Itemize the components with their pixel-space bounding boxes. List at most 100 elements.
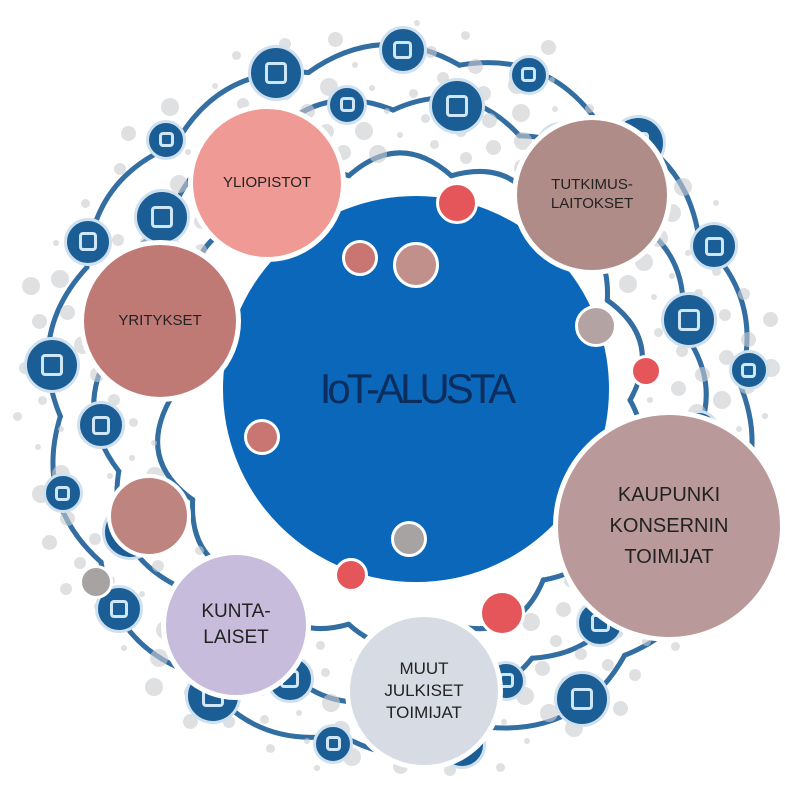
background-speck	[539, 703, 558, 722]
background-speck	[670, 642, 680, 652]
background-speck	[500, 719, 507, 726]
background-speck	[35, 443, 42, 450]
background-speck	[128, 455, 135, 462]
background-speck	[612, 700, 628, 716]
device-icon	[429, 77, 486, 134]
background-speck	[556, 601, 572, 617]
background-speck	[260, 715, 270, 725]
background-speck	[713, 391, 731, 409]
background-speck	[550, 634, 563, 647]
background-speck	[651, 293, 658, 300]
device-icon	[133, 189, 190, 246]
device-icon	[728, 350, 769, 391]
background-speck	[425, 46, 438, 59]
background-speck	[107, 473, 114, 480]
background-speck	[675, 345, 688, 358]
red-dot	[436, 182, 478, 224]
background-speck	[713, 199, 720, 206]
device-icon	[508, 54, 549, 95]
background-speck	[80, 199, 90, 209]
background-speck	[384, 108, 391, 115]
device-icon	[146, 119, 187, 160]
background-speck	[296, 710, 303, 717]
background-speck	[629, 668, 642, 681]
grey-dot	[79, 565, 113, 599]
grey-dot	[391, 521, 427, 557]
background-speck	[762, 312, 778, 328]
node-tutkimuslaitokset-label: TUTKIMUS- LAITOKSET	[550, 176, 634, 212]
background-speck	[231, 50, 241, 60]
background-speck	[741, 332, 757, 348]
background-speck	[59, 583, 72, 596]
background-speck	[170, 174, 189, 193]
node-kaupunki-label: KAUPUNKI KONSERNIN TOIMIJAT	[609, 483, 729, 568]
device-icon	[42, 473, 83, 514]
background-speck	[59, 511, 75, 527]
background-speck	[654, 327, 664, 337]
background-speck	[460, 151, 473, 164]
background-speck	[461, 30, 471, 40]
background-speck	[120, 645, 127, 652]
background-speck	[12, 411, 22, 421]
background-speck	[601, 659, 614, 672]
background-speck	[322, 694, 341, 713]
brown-dot	[393, 242, 439, 288]
node-yliopistot-label: YLIOPISTOT	[222, 173, 312, 191]
background-speck	[21, 276, 40, 295]
background-speck	[58, 426, 65, 433]
background-speck	[549, 77, 556, 84]
background-speck	[541, 40, 557, 56]
background-speck	[585, 103, 595, 113]
node-kuntalaiset-label: KUNTA- LAISET	[201, 601, 271, 648]
device-icon	[690, 222, 739, 271]
background-speck	[522, 613, 540, 632]
background-speck	[486, 140, 502, 156]
iot-platform-label: IoT-ALUSTA	[319, 365, 517, 412]
device-icon	[77, 401, 126, 450]
background-speck	[184, 149, 191, 156]
node-yritykset-label: YRITYKSET	[118, 311, 202, 329]
background-speck	[618, 274, 637, 293]
background-speck	[369, 84, 376, 91]
background-speck	[145, 677, 164, 696]
red-dot	[334, 558, 368, 592]
background-speck	[161, 97, 180, 116]
background-speck	[641, 636, 651, 646]
background-speck	[495, 762, 505, 772]
background-speck	[512, 103, 531, 122]
background-speck	[266, 743, 276, 753]
rose-dot	[342, 240, 378, 276]
background-speck	[32, 314, 48, 330]
node-muut-label: MUUT JULKISET TOIMIJAT	[384, 658, 464, 723]
background-speck	[37, 395, 47, 405]
background-speck	[409, 89, 419, 99]
background-speck	[50, 269, 69, 288]
background-speck	[535, 661, 551, 677]
red-dot	[630, 355, 662, 387]
background-speck	[712, 266, 722, 276]
background-speck	[685, 249, 692, 256]
node-yliopistot: YLIOPISTOT	[188, 104, 346, 262]
background-speck	[151, 560, 164, 573]
network-line	[346, 150, 454, 179]
background-speck	[718, 308, 731, 321]
grey-dot	[575, 305, 617, 347]
node-kaupunki-konsernin-toimijat: KAUPUNKI KONSERNIN TOIMIJAT	[553, 410, 785, 642]
background-speck	[551, 105, 558, 112]
background-speck	[42, 534, 58, 550]
background-speck	[73, 557, 86, 570]
background-speck	[320, 668, 330, 678]
node-muut-julkiset-toimijat: MUUT JULKISET TOIMIJAT	[345, 612, 503, 770]
background-speck	[738, 287, 751, 300]
background-speck	[397, 132, 403, 139]
node-tutkimuslaitokset: TUTKIMUS- LAITOKSET	[512, 115, 672, 275]
background-speck	[313, 765, 320, 772]
background-speck	[735, 426, 742, 433]
background-speck	[413, 20, 420, 27]
background-speck	[212, 82, 218, 89]
background-speck	[303, 737, 310, 744]
background-speck	[194, 546, 204, 556]
node-kuntalaiset: KUNTA- LAISET	[161, 550, 311, 700]
device-icon	[23, 337, 80, 394]
